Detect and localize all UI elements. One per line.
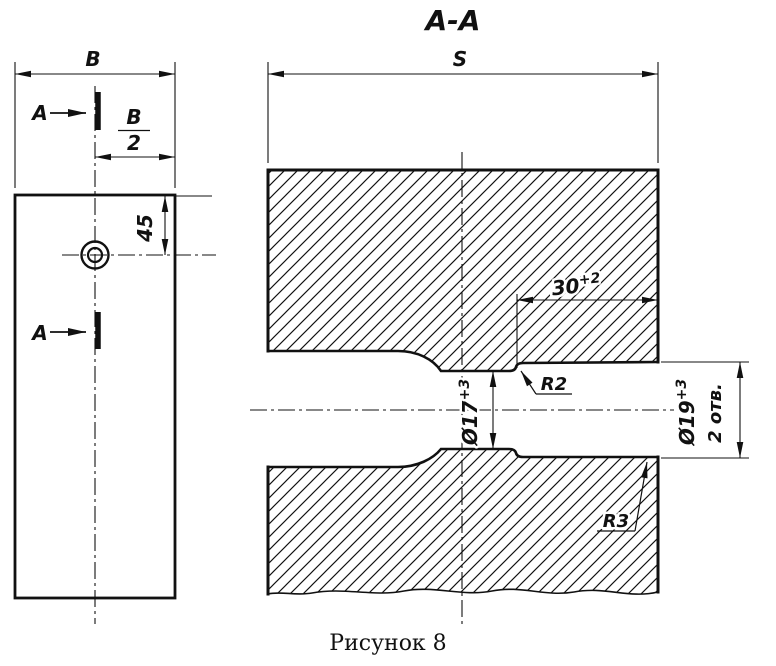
section-view: A-A S 30+2 Ø17+3 R2 R3: [250, 4, 749, 626]
leader-line: [520, 370, 537, 395]
dimension-bore-diameter: Ø19+3 2 отв.: [661, 361, 749, 459]
dimension-B-half: B 2: [95, 103, 175, 161]
radius-label-R3: R3: [603, 511, 629, 532]
break-line: [267, 588, 659, 595]
dimension-S: S: [267, 45, 659, 163]
part-outline-upper: [266, 168, 660, 364]
dimension-B: B: [14, 45, 176, 188]
dimension-label-B: B: [85, 47, 100, 71]
left-view: B B 2 45 A A: [13, 45, 216, 624]
dimension-label-d19: Ø19+3: [674, 379, 699, 446]
dimension-45: 45: [131, 195, 212, 255]
leader-line: [634, 461, 648, 532]
hatched-upper-material: [268, 170, 658, 371]
hatched-lower-material: [268, 449, 658, 595]
section-letter-top: A: [30, 101, 47, 125]
section-cut-indicators: A A: [28, 92, 101, 349]
fillet-R2-callout: R2: [520, 370, 572, 398]
dimension-label-d17: Ø17+3: [457, 379, 482, 446]
bore-top-profile: [266, 349, 660, 373]
dimension-label-S: S: [453, 47, 467, 71]
fraction-numerator: B: [126, 105, 141, 129]
bore-bottom-profile: [266, 447, 660, 469]
dimension-label-30: 30+2: [550, 270, 602, 300]
dimension-label-45: 45: [133, 214, 157, 243]
hole-outer-circle: [80, 240, 110, 270]
section-title: A-A: [424, 4, 481, 37]
fraction-denominator: 2: [127, 131, 141, 155]
dimension-throat-diameter: Ø17+3: [455, 371, 497, 449]
radius-label-R2: R2: [541, 374, 567, 395]
dimension-30: 30+2: [516, 268, 658, 368]
holes-count-note: 2 отв.: [705, 383, 726, 443]
fillet-R3-callout: R3: [597, 461, 648, 535]
figure-caption: Рисунок 8: [329, 631, 446, 656]
hole-inner-circle: [86, 246, 104, 264]
section-letter-bottom: A: [30, 321, 47, 345]
